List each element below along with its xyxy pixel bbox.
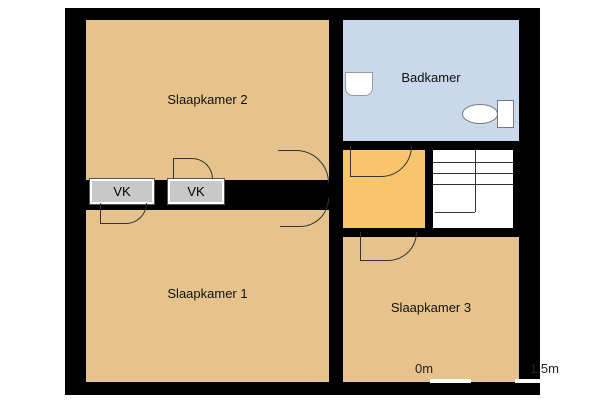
- closet-label: VK: [187, 184, 205, 199]
- closet-label: VK: [113, 184, 131, 199]
- room-bedroom-1: Slaapkamer 1: [86, 210, 329, 382]
- room-label: Slaapkamer 2: [167, 91, 248, 107]
- staircase: [433, 150, 513, 228]
- sink-icon: [345, 72, 373, 96]
- scale-bar-white: [430, 379, 471, 383]
- toilet-icon: [462, 104, 498, 124]
- room-bedroom-3: Slaapkamer 3: [343, 237, 519, 382]
- closet-a: VK: [89, 178, 155, 205]
- scale-end-label: 1.5m: [530, 361, 559, 376]
- toilet-tank-icon: [497, 100, 514, 128]
- scale-bar-white: [515, 379, 556, 383]
- closet-b: VK: [167, 178, 225, 205]
- room-label: Slaapkamer 3: [390, 300, 472, 315]
- room-label: Badkamer: [401, 70, 461, 85]
- scale-start-label: 0m: [415, 361, 434, 376]
- room-label: Slaapkamer 1: [167, 285, 248, 301]
